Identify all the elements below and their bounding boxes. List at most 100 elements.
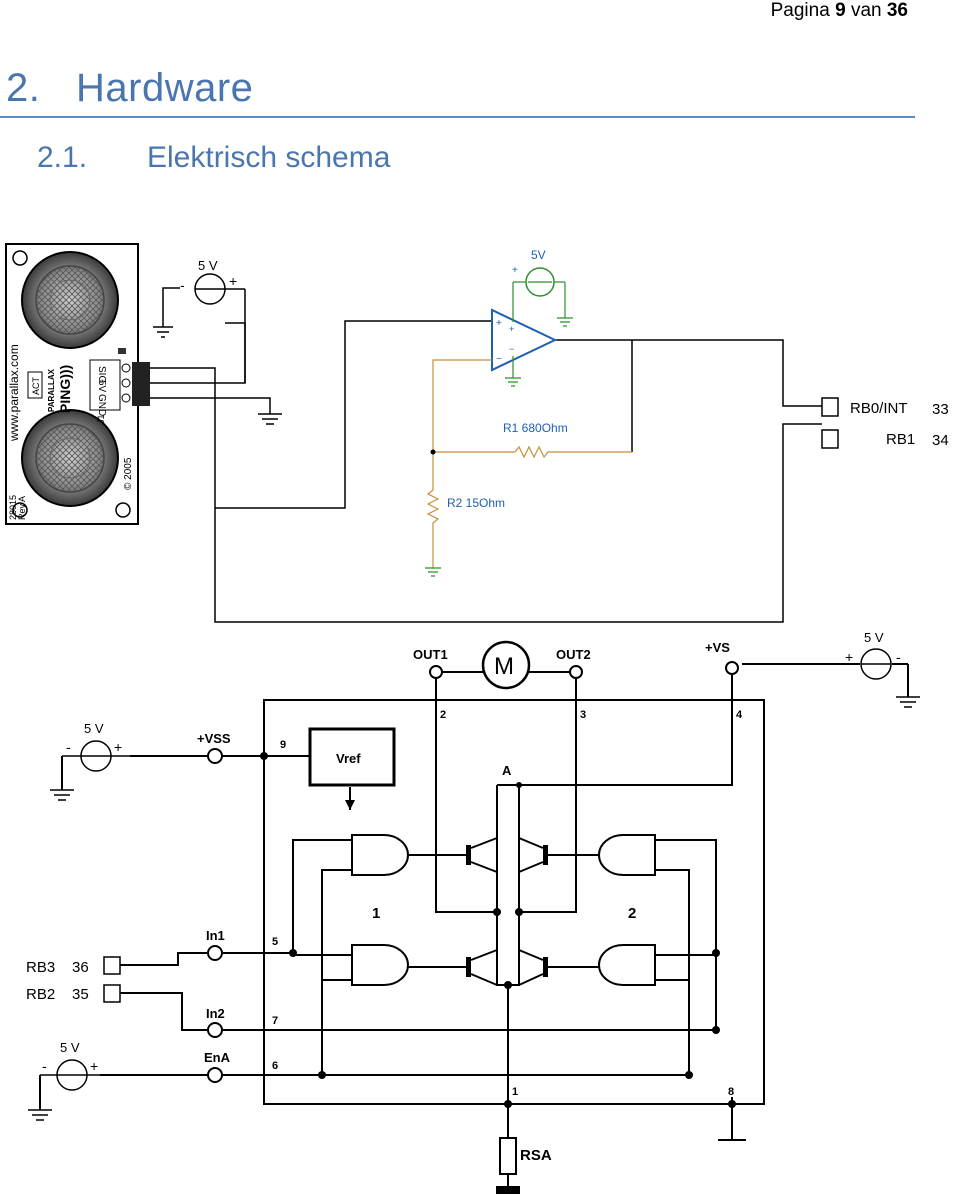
feedback-network xyxy=(425,359,632,577)
supply-5v-sensor: 5 V - + xyxy=(180,258,246,383)
supply-vs-label: 5 V xyxy=(864,630,884,645)
supply-5v-ena: 5 V - + xyxy=(28,1040,100,1121)
section-heading: 2. Hardware xyxy=(6,66,253,111)
supply-ena-label: 5 V xyxy=(60,1040,80,1055)
svg-text:+: + xyxy=(114,739,122,755)
svg-text:-: - xyxy=(66,739,71,755)
pin-rb2-name: RB2 xyxy=(26,986,55,1003)
rsa-label: RSA xyxy=(520,1147,552,1164)
svg-text:+: + xyxy=(512,265,518,276)
node-a-label: A xyxy=(502,763,512,778)
top-wires xyxy=(150,287,822,623)
transducer-bottom xyxy=(21,409,119,507)
svg-text:−: − xyxy=(509,344,514,354)
svg-text:-: - xyxy=(180,277,185,293)
pin-rb1-number: 34 xyxy=(932,432,949,449)
pin7-num: 7 xyxy=(272,1015,278,1027)
page-current: 9 xyxy=(835,0,846,21)
pic-connector-rb3: RB3 36 xyxy=(26,956,121,976)
transistors xyxy=(466,845,548,977)
terminals xyxy=(207,661,739,1083)
svg-text:+: + xyxy=(496,318,502,329)
in1-label: In1 xyxy=(206,928,225,943)
sensor-brand: PARALLAX xyxy=(47,368,56,412)
svg-text:+: + xyxy=(509,324,514,334)
pin-gnd-label: GND xyxy=(96,394,107,416)
ping-sensor-board: www.parallax.com PING))) PARALLAX ACT J1… xyxy=(5,243,150,525)
supply-vss-label: 5 V xyxy=(84,721,104,736)
svg-text:+: + xyxy=(90,1058,98,1074)
pin4-num: 4 xyxy=(736,709,743,721)
sensor-act: ACT xyxy=(31,376,41,395)
supply-5v-sensor-label: 5 V xyxy=(198,258,218,273)
vref-block: Vref xyxy=(308,727,396,810)
pin-5v-label: 5V xyxy=(96,380,107,393)
page-word: Pagina xyxy=(770,0,830,21)
supply-5v-vss: 5 V - + xyxy=(50,721,130,801)
ground-symbols-top xyxy=(153,323,282,425)
pic-connector-rb0: RB0/INT 33 xyxy=(821,397,949,418)
half1-label: 1 xyxy=(372,905,380,922)
r2-label: R2 15Ohm xyxy=(447,496,505,510)
h-bridge-chip xyxy=(263,699,765,1105)
pin9-num: 9 xyxy=(280,739,286,751)
sensor-part: 28015 xyxy=(8,495,18,520)
subsection-title: Elektrisch schema xyxy=(147,141,391,174)
pin-rb1-name: RB1 xyxy=(886,431,915,448)
section-number: 2. xyxy=(6,66,41,110)
pin-rb3-name: RB3 xyxy=(26,959,55,976)
section-title: Hardware xyxy=(76,66,254,110)
bottom-wires xyxy=(39,663,909,1141)
svg-text:+: + xyxy=(845,649,853,665)
half2-label: 2 xyxy=(628,905,636,922)
motor: M xyxy=(481,640,531,690)
page-number: Pagina 9 van 36 xyxy=(771,0,908,22)
pin6-num: 6 xyxy=(272,1060,278,1072)
pin-rb2-number: 35 xyxy=(72,986,89,1003)
transducer-top xyxy=(21,251,119,349)
heading-rule xyxy=(0,116,915,118)
sensor-connector: J1 xyxy=(96,414,106,424)
sensor-copyright: © 2005 xyxy=(123,457,134,490)
pin-rb0-name: RB0/INT xyxy=(850,400,908,417)
pin3-num: 3 xyxy=(580,709,586,721)
pin8-num: 8 xyxy=(728,1086,734,1098)
svg-text:-: - xyxy=(42,1058,47,1074)
pin1-num: 1 xyxy=(512,1086,518,1098)
r1-label: R1 680Ohm xyxy=(503,421,568,435)
out1-label: OUT1 xyxy=(413,647,448,662)
svg-text:+: + xyxy=(229,273,237,289)
pic-connector-rb2: RB2 35 xyxy=(26,984,121,1003)
sensor-rev: Rev A xyxy=(17,496,27,520)
sensor-model: PING))) xyxy=(57,365,73,413)
rsa-resistor: RSA xyxy=(496,1137,552,1194)
svg-text:−: − xyxy=(496,354,502,365)
svg-text:-: - xyxy=(896,649,901,665)
pin-sig-label: SIG xyxy=(96,366,107,383)
junctions xyxy=(260,752,736,1108)
pin5-num: 5 xyxy=(272,936,278,948)
in2-label: In2 xyxy=(206,1006,225,1021)
vs-label: +VS xyxy=(705,640,730,655)
supply-5v-vs: 5 V + - xyxy=(845,630,920,708)
transistor-legs xyxy=(470,837,544,986)
pin-rb3-number: 36 xyxy=(72,959,89,976)
vss-label: +VSS xyxy=(197,731,231,746)
motor-label: M xyxy=(494,653,514,680)
subsection-number: 2.1. xyxy=(37,141,88,174)
vref-label: Vref xyxy=(336,751,361,766)
pic-connector-rb1: RB1 34 xyxy=(821,429,949,449)
subsection-heading: 2.1. Elektrisch schema xyxy=(37,141,390,175)
page-total: 36 xyxy=(886,0,908,21)
supply-5v-opamp-label: 5V xyxy=(531,248,546,262)
ena-label: EnA xyxy=(204,1050,231,1065)
sensor-url: www.parallax.com xyxy=(7,344,21,442)
supply-5v-opamp: 5V + xyxy=(512,248,573,327)
out2-label: OUT2 xyxy=(556,647,591,662)
pin2-num: 2 xyxy=(440,709,446,721)
opamp: + − + − xyxy=(491,282,558,387)
pin-rb0-number: 33 xyxy=(932,401,949,418)
page-of: van xyxy=(850,0,882,21)
logic-gates xyxy=(351,834,656,986)
